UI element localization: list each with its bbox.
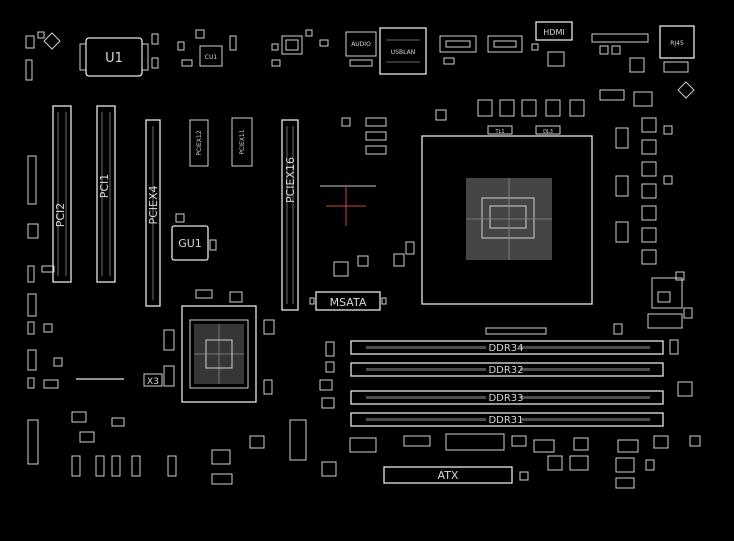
label-tl1: TL1 bbox=[494, 129, 504, 135]
label-cu1: CU1 bbox=[205, 54, 218, 61]
right-vrm-column bbox=[613, 117, 693, 397]
label-pciex12: PCIEX12 bbox=[196, 130, 203, 155]
label-hdmi: HDMI bbox=[543, 28, 564, 37]
label-ddr32: DDR32 bbox=[488, 365, 523, 376]
chip-top-mid bbox=[271, 29, 329, 67]
connector-usblan: USBLAN bbox=[379, 27, 427, 75]
chipset-bga bbox=[163, 289, 275, 403]
label-dl3: DL3 bbox=[543, 129, 553, 135]
chip-gu1: GU1 bbox=[171, 213, 217, 261]
center-small-parts bbox=[333, 117, 415, 277]
label-pci1: PCI1 bbox=[98, 174, 111, 199]
header-pciex11: PCIEX11 bbox=[231, 117, 253, 167]
label-atx: ATX bbox=[438, 469, 459, 482]
label-u1: U1 bbox=[105, 51, 123, 66]
label-x3: X3 bbox=[147, 377, 159, 387]
slot-pciex16: PCIEX16 bbox=[281, 119, 299, 311]
slot-pci1: PCI1 bbox=[96, 105, 116, 283]
connector-audio: AUDIO bbox=[345, 31, 377, 67]
label-pciex4: PCIEX4 bbox=[147, 185, 160, 224]
connector-atx: ATX bbox=[383, 466, 529, 484]
slot-pci2: PCI2 bbox=[52, 105, 72, 283]
chip-u1: U1 bbox=[79, 33, 159, 77]
header-pciex12: PCIEX12 bbox=[189, 119, 209, 167]
label-pciex16: PCIEX16 bbox=[284, 157, 297, 203]
slot-ddr34: DDR34 bbox=[350, 340, 664, 355]
label-ddr34: DDR34 bbox=[488, 343, 523, 354]
ddr-side-parts bbox=[319, 327, 547, 409]
chip-cu1: CU1 bbox=[177, 29, 237, 67]
center-crosshair bbox=[320, 185, 376, 226]
left-edge-parts bbox=[27, 155, 63, 465]
label-pciex11: PCIEX11 bbox=[239, 129, 246, 154]
lower-left-parts bbox=[71, 411, 337, 485]
slot-ddr31: DDR31 bbox=[350, 412, 664, 427]
slot-pciex4: PCIEX4 bbox=[145, 119, 161, 307]
connector-hdmi: HDMI bbox=[531, 21, 573, 67]
vrm-parts: TL1 DL3 bbox=[435, 89, 653, 135]
right-edge-parts bbox=[669, 307, 693, 355]
top-left-parts bbox=[25, 31, 61, 81]
cpu-socket bbox=[421, 135, 593, 305]
connector-usb-a bbox=[439, 35, 523, 65]
label-gu1: GU1 bbox=[178, 237, 202, 250]
connector-rj45: RJ45 bbox=[659, 25, 695, 99]
label-audio: AUDIO bbox=[351, 41, 371, 48]
bga-grid bbox=[194, 324, 244, 384]
label-usblan: USBLAN bbox=[391, 49, 415, 56]
bottom-parts bbox=[349, 433, 701, 489]
label-ddr31: DDR31 bbox=[488, 415, 523, 426]
label-ddr33: DDR33 bbox=[488, 393, 523, 404]
label-msata: MSATA bbox=[330, 296, 367, 309]
label-rj45: RJ45 bbox=[670, 40, 684, 47]
connector-serial bbox=[591, 33, 649, 73]
x3-crystal: X3 bbox=[76, 373, 163, 387]
slot-ddr32: DDR32 bbox=[350, 362, 664, 377]
slot-ddr33: DDR33 bbox=[350, 390, 664, 405]
label-pci2: PCI2 bbox=[54, 203, 67, 228]
connector-msata: MSATA bbox=[309, 291, 387, 311]
